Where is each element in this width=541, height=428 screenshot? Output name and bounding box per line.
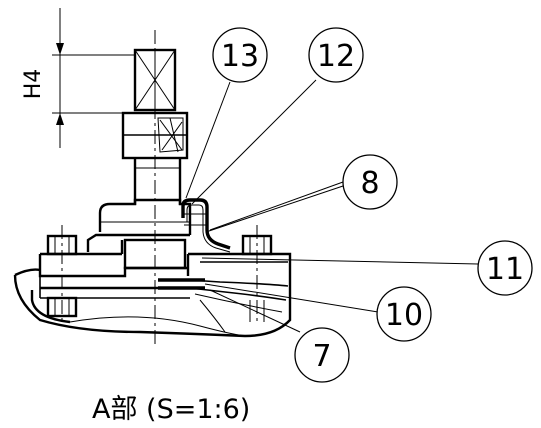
balloon-13-label: 13 xyxy=(221,39,259,74)
square-drive-head xyxy=(133,48,177,112)
balloon-7-label: 7 xyxy=(312,339,331,374)
valve-stem xyxy=(133,158,182,205)
balloon-11-label: 11 xyxy=(486,252,524,287)
balloon-10: 10 xyxy=(376,286,432,342)
hex-collar xyxy=(121,111,189,160)
upper-flange xyxy=(38,240,292,278)
balloon-7: 7 xyxy=(294,327,350,383)
packing-seal xyxy=(181,198,231,253)
detail-caption: A部 (S=1:6) xyxy=(92,394,250,425)
leader-lines xyxy=(185,79,479,333)
dimension-label: H4 xyxy=(21,69,46,100)
balloon-8: 8 xyxy=(342,154,398,210)
right-bolt-lower xyxy=(249,300,265,322)
balloon-12: 12 xyxy=(308,27,364,83)
balloon-11: 11 xyxy=(477,240,533,296)
left-bolt-lower xyxy=(46,296,78,318)
valve-body xyxy=(13,268,292,338)
balloon-12-label: 12 xyxy=(317,39,355,74)
dimension-h4: H4 xyxy=(21,8,135,148)
bonnet xyxy=(86,198,192,252)
disc-seat xyxy=(123,238,205,290)
balloon-13: 13 xyxy=(212,27,268,83)
balloon-10-label: 10 xyxy=(385,298,423,333)
balloon-8-label: 8 xyxy=(360,166,379,201)
